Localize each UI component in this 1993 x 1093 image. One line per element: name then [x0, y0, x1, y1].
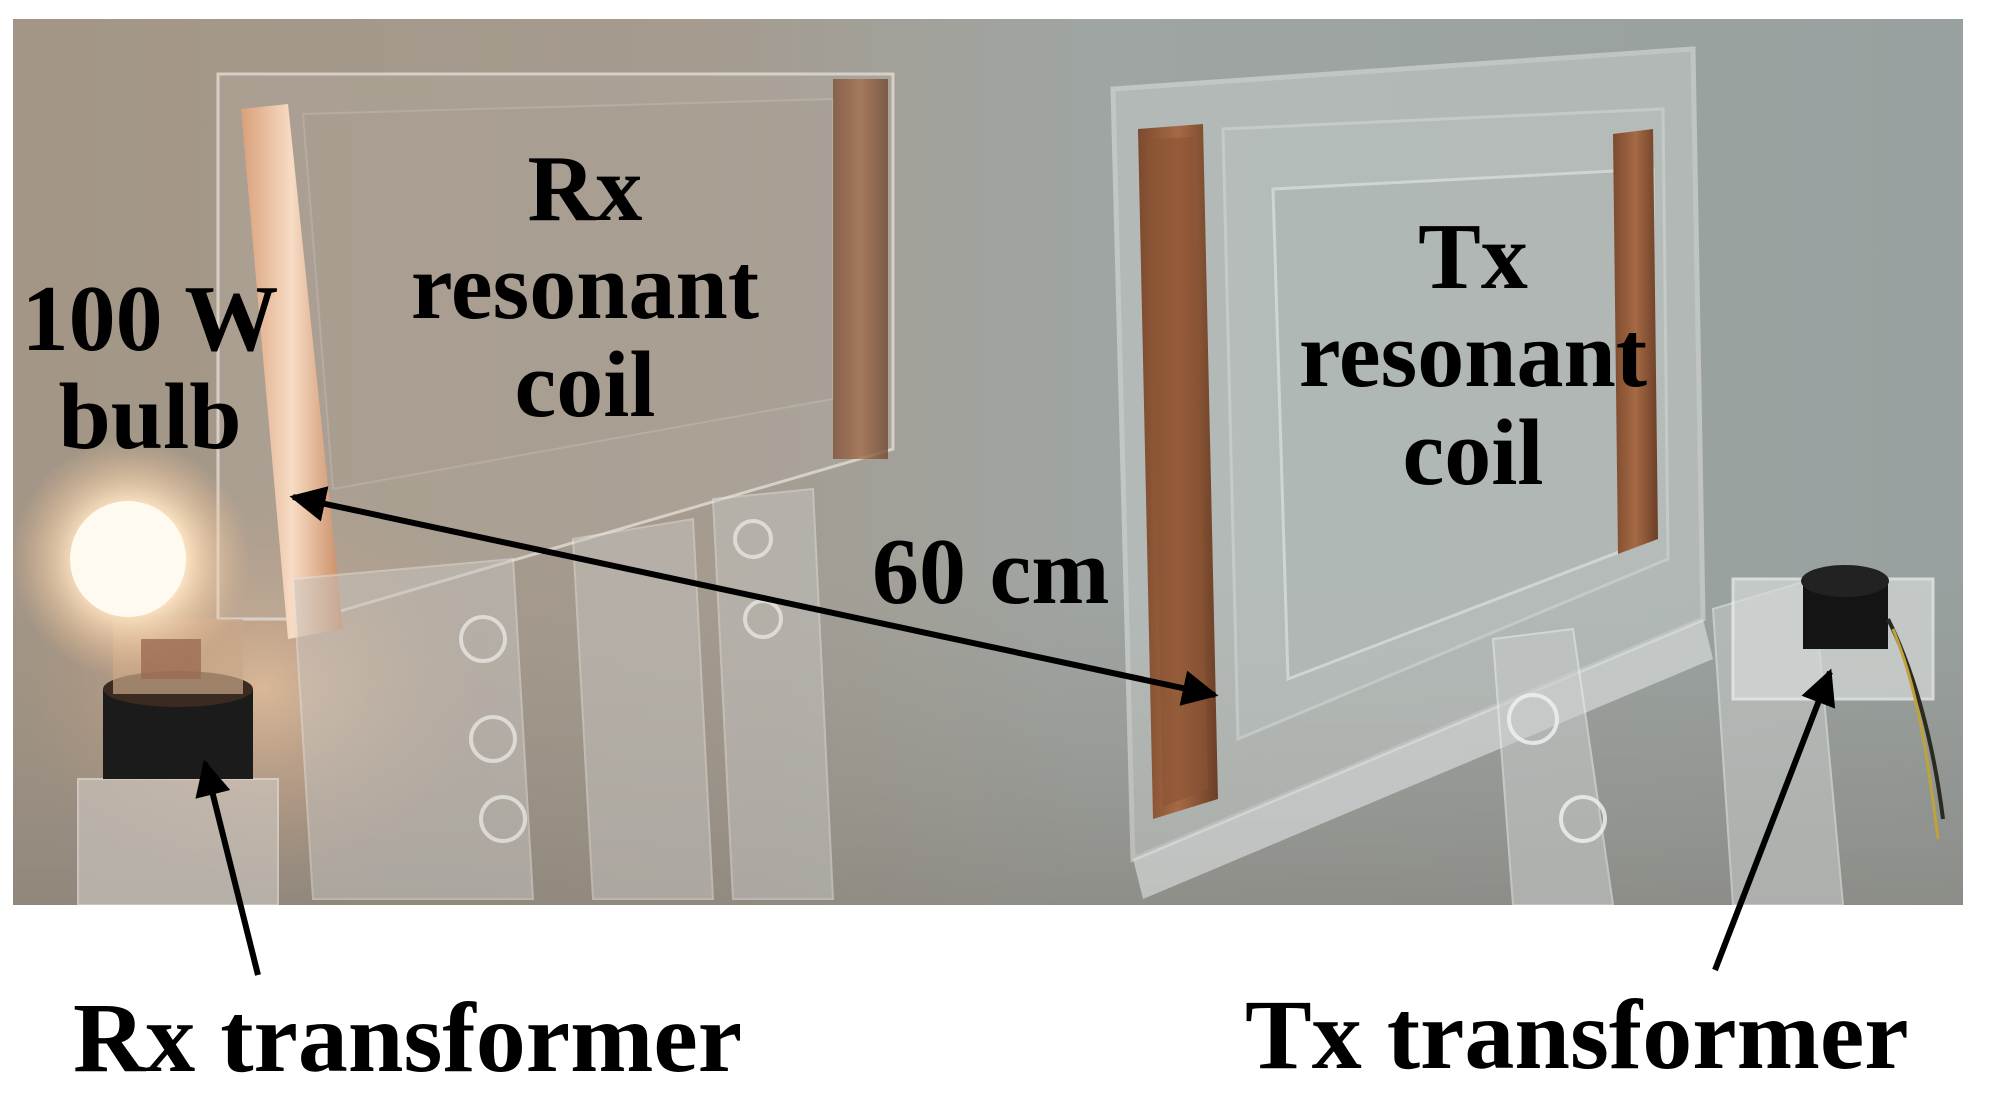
tx-resonant-coil-label: Tx resonant coil: [1258, 208, 1688, 502]
rx-resonant-coil-label: Rx resonant coil: [370, 140, 800, 434]
bulb-label: 100 W bulb: [0, 270, 300, 466]
bulb-line-2: bulb: [58, 365, 242, 469]
tx-coil-line-1: Tx: [1418, 205, 1528, 309]
tx-coil-line-3: coil: [1402, 401, 1544, 505]
distance-label: 60 cm: [872, 520, 1110, 624]
rx-transformer-label: Rx transformer: [73, 982, 743, 1093]
tx-transformer-label: Tx transformer: [1245, 979, 1909, 1090]
rx-coil-line-2: resonant: [410, 235, 760, 339]
rx-coil-line-1: Rx: [527, 137, 643, 241]
rx-coil-line-3: coil: [514, 333, 656, 437]
bulb-line-1: 100 W: [21, 267, 279, 371]
tx-coil-line-2: resonant: [1298, 303, 1648, 407]
experiment-photo: [13, 19, 1963, 905]
